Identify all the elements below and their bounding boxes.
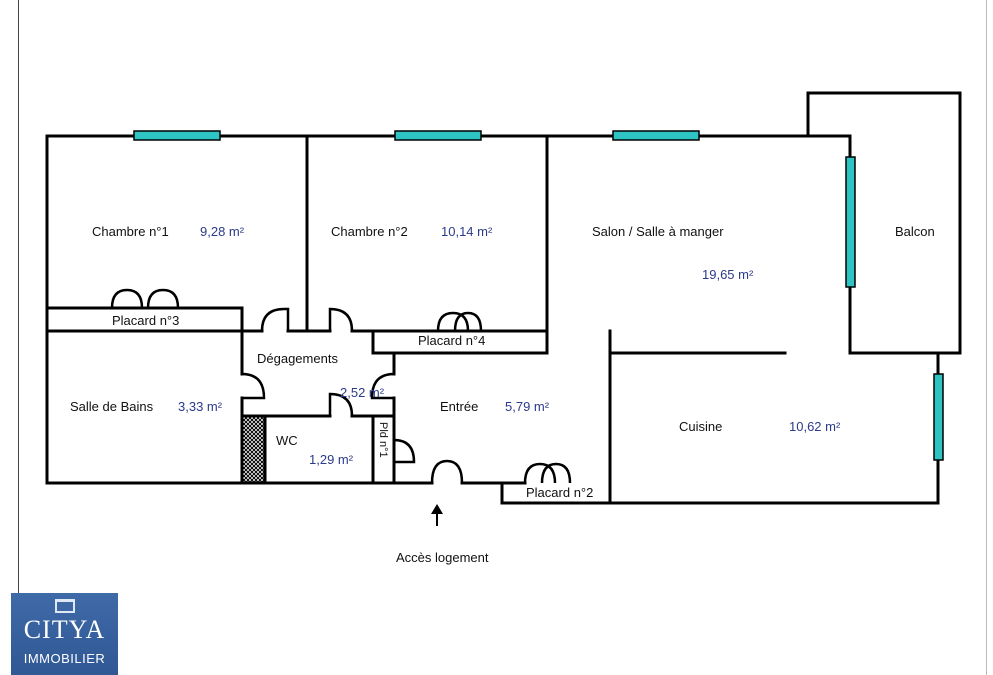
arrow-up-icon [431,504,443,526]
label-placard2: Placard n°2 [526,485,593,500]
page-right-border [986,0,987,675]
door-entree [370,372,395,400]
label-placard4: Placard n°4 [418,333,485,348]
label-degagements: Dégagements [257,351,338,366]
label-wc: WC [276,433,298,448]
label-placard3: Placard n°3 [112,313,179,328]
windows [133,130,944,461]
door-salle-de-bains [241,372,266,400]
window-salon [612,130,700,141]
area-degagements: 2,52 m² [340,385,385,400]
door-placard2-b [540,462,572,484]
logo-subtitle: IMMOBILIER [23,651,106,666]
window-chambre1 [133,130,221,141]
area-chambre2: 10,14 m² [441,224,493,239]
door-wc [328,392,354,417]
column-icon [55,599,75,613]
door-chambre2 [328,307,354,332]
page-left-border [18,0,19,675]
door-placard4-b [453,311,483,332]
label-acces-logement: Accès logement [396,550,489,565]
area-wc: 1,29 m² [309,452,354,467]
area-salon: 19,65 m² [702,267,754,282]
door-placard3-b [146,288,180,309]
citya-logo: CITYA IMMOBILIER [11,593,118,675]
label-balcon: Balcon [895,224,935,239]
label-salon: Salon / Salle à manger [592,224,724,239]
label-cuisine: Cuisine [679,419,722,434]
area-cuisine: 10,62 m² [789,419,841,434]
area-chambre1: 9,28 m² [200,224,245,239]
window-balcon [845,156,856,288]
window-cuisine [933,373,944,461]
area-entree: 5,79 m² [505,399,550,414]
label-entree: Entrée [440,399,478,414]
door-chambre1 [260,307,290,332]
label-chambre1: Chambre n°1 [92,224,169,239]
window-chambre2 [394,130,482,141]
door-pld1 [393,438,416,464]
door-placard2-a [523,462,557,484]
logo-name: CITYA [23,615,106,644]
label-pld1: Pld n°1 [377,422,389,458]
door-placard3-a [110,288,144,309]
doors [110,288,572,484]
area-salle-de-bains: 3,33 m² [178,399,223,414]
label-salle-de-bains: Salle de Bains [70,399,154,414]
walls [45,91,962,505]
label-chambre2: Chambre n°2 [331,224,408,239]
door-placard4-a [436,311,470,332]
door-main-entrance [430,459,464,484]
wc-duct [242,416,265,483]
